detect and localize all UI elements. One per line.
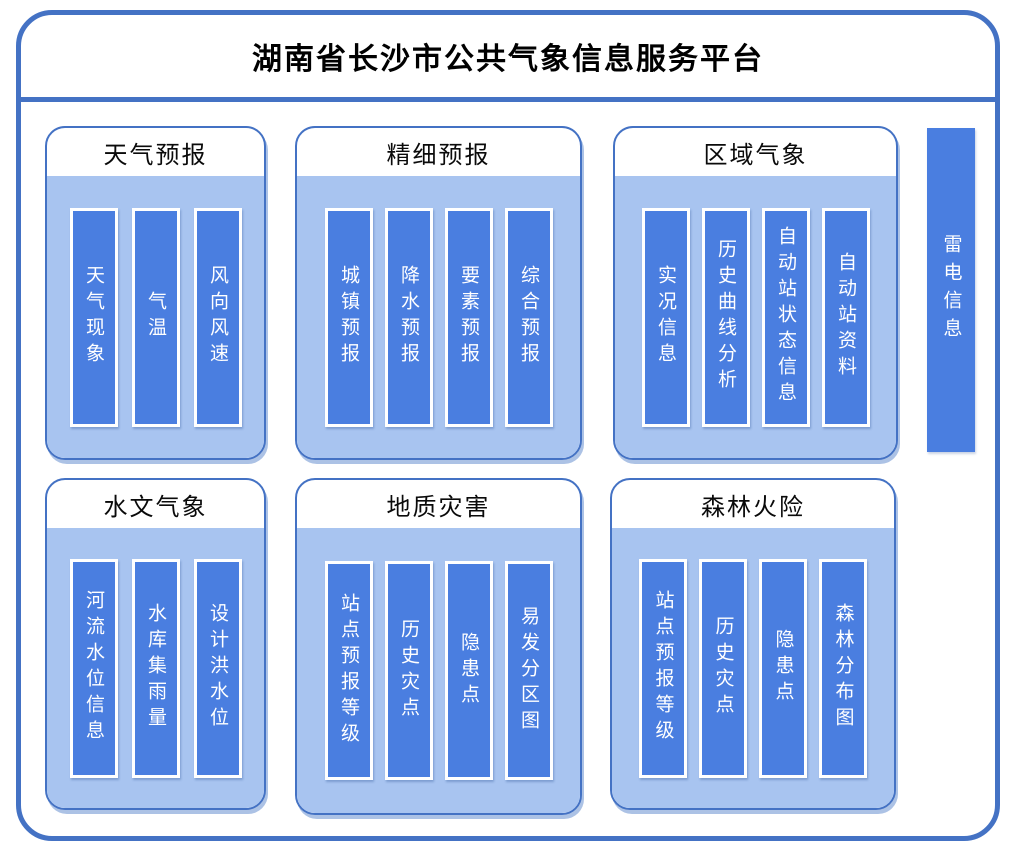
pillar-label: 气温 — [145, 291, 166, 343]
pillar-label: 综合预报 — [518, 265, 539, 369]
card-regional-meteorology: 区域气象 实况信息 历史曲线分析 自动站状态信息 自动站资料 — [613, 126, 898, 460]
pillar-label: 天气现象 — [83, 265, 104, 369]
pillar-label: 实况信息 — [655, 265, 676, 369]
card-body: 实况信息 历史曲线分析 自动站状态信息 自动站资料 — [615, 176, 896, 458]
card-title: 区域气象 — [703, 141, 808, 169]
pillar-item: 站点预报等级 — [324, 561, 373, 780]
pillar-label: 历史曲线分析 — [715, 239, 736, 395]
lightning-info-bar: 雷电信息 — [927, 128, 975, 452]
pillar-item: 历史灾点 — [384, 561, 433, 780]
card-body: 河流水位信息 水库集雨量 设计洪水位 — [47, 528, 264, 808]
pillar-item: 历史曲线分析 — [701, 207, 750, 427]
pillar-item: 综合预报 — [504, 207, 553, 427]
pillar-item: 降水预报 — [384, 207, 433, 427]
card-geological-disaster: 地质灾害 站点预报等级 历史灾点 隐患点 易发分区图 — [295, 478, 582, 815]
card-body: 城镇预报 降水预报 要素预报 综合预报 — [297, 176, 580, 458]
pillar-label: 站点预报等级 — [338, 592, 359, 749]
title-divider — [16, 97, 1000, 102]
pillar-label: 隐患点 — [458, 631, 479, 710]
pillar-label: 城镇预报 — [338, 265, 359, 369]
pillar-item: 城镇预报 — [324, 207, 373, 427]
pillar-item: 天气现象 — [69, 207, 118, 427]
lightning-info-label: 雷电信息 — [940, 234, 962, 346]
pillar-item: 河流水位信息 — [69, 558, 118, 778]
pillar-label: 站点预报等级 — [652, 590, 674, 746]
pillar-item: 风向风速 — [193, 207, 242, 427]
pillar-item: 自动站状态信息 — [761, 207, 810, 427]
pillar-label: 河流水位信息 — [83, 590, 104, 746]
pillar-item: 设计洪水位 — [193, 558, 242, 778]
pillar-item: 水库集雨量 — [131, 558, 180, 778]
pillar-item: 自动站资料 — [821, 207, 870, 427]
pillar-label: 森林分布图 — [832, 603, 854, 733]
pillar-label: 降水预报 — [398, 265, 419, 369]
card-fine-forecast: 精细预报 城镇预报 降水预报 要素预报 综合预报 — [295, 126, 582, 460]
pillar-item: 历史灾点 — [699, 558, 747, 778]
card-title: 水文气象 — [103, 493, 208, 521]
page-title: 湖南省长沙市公共气象信息服务平台 — [252, 43, 764, 76]
pillar-item: 要素预报 — [444, 207, 493, 427]
pillar-label: 自动站状态信息 — [775, 226, 796, 408]
pillar-label: 历史灾点 — [712, 616, 734, 720]
card-body: 站点预报等级 历史灾点 隐患点 易发分区图 — [297, 528, 580, 813]
card-title: 森林火险 — [701, 493, 805, 521]
pillar-item: 站点预报等级 — [639, 558, 687, 778]
pillar-label: 历史灾点 — [398, 618, 419, 723]
card-title: 精细预报 — [386, 141, 491, 169]
pillar-item: 森林分布图 — [819, 558, 867, 778]
card-body: 天气现象 气温 风向风速 — [47, 176, 264, 458]
card-hydrology: 水文气象 河流水位信息 水库集雨量 设计洪水位 — [45, 478, 266, 810]
pillar-label: 要素预报 — [458, 265, 479, 369]
pillar-label: 风向风速 — [207, 265, 228, 369]
card-forest-fire: 森林火险 站点预报等级 历史灾点 隐患点 森林分布图 — [610, 478, 896, 810]
card-body: 站点预报等级 历史灾点 隐患点 森林分布图 — [612, 528, 894, 808]
pillar-label: 水库集雨量 — [145, 603, 166, 733]
pillar-item: 易发分区图 — [504, 561, 553, 780]
pillar-item: 实况信息 — [641, 207, 690, 427]
pillar-item: 隐患点 — [444, 561, 493, 780]
pillar-item: 气温 — [131, 207, 180, 427]
pillar-item: 隐患点 — [759, 558, 807, 778]
pillar-label: 易发分区图 — [518, 605, 539, 736]
card-title: 天气预报 — [103, 141, 208, 169]
card-weather-forecast: 天气预报 天气现象 气温 风向风速 — [45, 126, 266, 460]
pillar-label: 设计洪水位 — [207, 603, 228, 733]
card-title: 地质灾害 — [386, 493, 491, 521]
pillar-label: 隐患点 — [772, 629, 794, 707]
pillar-label: 自动站资料 — [835, 252, 856, 382]
